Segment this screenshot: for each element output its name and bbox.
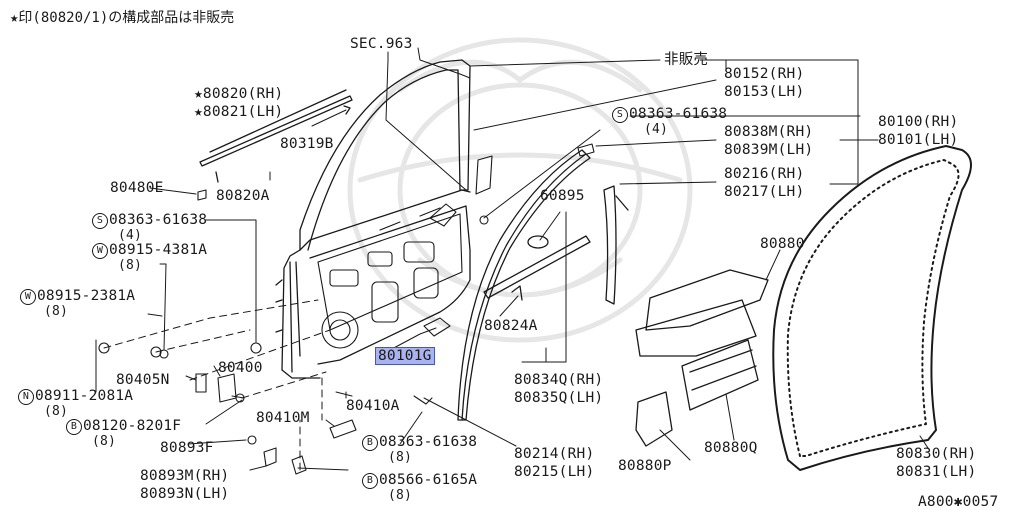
callout-80410m: 80410M	[256, 410, 310, 426]
b-badge-icon: B	[66, 419, 82, 435]
callout-08915-2381a-qty: (8)	[44, 304, 69, 319]
callout-80101g-highlighted: 80101G	[375, 347, 435, 365]
callout-80821: ★80821(LH)	[194, 104, 284, 120]
watermark-logo	[347, 37, 693, 343]
door-weatherstrip	[772, 145, 972, 471]
callout-08911-qty: (8)	[44, 404, 69, 419]
callout-80405n: 80405N	[116, 372, 170, 388]
callout-80834q: 80834Q(RH)	[514, 372, 604, 388]
callout-80319b: 80319B	[280, 136, 334, 152]
callout-80880p: 80880P	[618, 458, 672, 474]
callout-80820: ★80820(RH)	[194, 86, 284, 102]
b-badge-icon: B	[362, 435, 378, 451]
callout-08915-4381a-qty: (8)	[118, 258, 143, 273]
callout-80893f: 80893F	[160, 440, 214, 456]
callout-08120-qty: (8)	[92, 434, 117, 449]
n-badge-icon: N	[18, 389, 34, 405]
callout-80216: 80216(RH)	[724, 166, 805, 182]
callout-08911-text: 08911-2081A	[35, 388, 134, 404]
callout-08363-left-text: 08363-61638	[109, 212, 208, 228]
callout-hihanbai: 非販売	[664, 52, 709, 68]
callout-08363-bottom-text: 08363-61638	[379, 434, 478, 450]
callout-08363-top-qty: (4)	[644, 122, 669, 137]
door-frame	[275, 59, 471, 379]
callout-80400: 80400	[218, 360, 263, 376]
run-channel	[457, 149, 629, 421]
callout-80824a: 80824A	[484, 318, 538, 334]
assembly-dashes	[103, 299, 331, 471]
callout-80838m: 80838M(RH)	[724, 124, 814, 140]
callout-08363-top-text: 08363-61638	[629, 106, 728, 122]
callout-80217: 80217(LH)	[724, 184, 805, 200]
callout-80215: 80215(LH)	[514, 464, 595, 480]
callout-80101: 80101(LH)	[878, 132, 959, 148]
callout-80839m: 80839M(LH)	[724, 142, 814, 158]
weatherstrip-pieces	[635, 269, 769, 447]
callout-08915-2381a-text: 08915-2381A	[37, 288, 136, 304]
callout-80893m: 80893M(RH)	[140, 468, 230, 484]
callout-60895: 60895	[540, 188, 585, 204]
leader-lines	[95, 47, 929, 471]
callout-80835q: 80835Q(LH)	[514, 390, 604, 406]
callout-80410a: 80410A	[346, 398, 400, 414]
callout-80893n: 80893N(LH)	[140, 486, 230, 502]
callout-80480e: 80480E	[110, 180, 164, 196]
header-note: ★印(80820/1)の構成部品は非販売	[10, 10, 235, 26]
callout-08120-text: 08120-8201F	[83, 418, 182, 434]
s-badge-icon: S	[92, 213, 108, 229]
callout-80880q: 80880Q	[704, 440, 758, 456]
callout-80820a: 80820A	[216, 188, 270, 204]
callout-08566-qty: (8)	[388, 488, 413, 503]
callout-80153: 80153(LH)	[724, 84, 805, 100]
callout-08566-text: 08566-6165A	[379, 472, 478, 488]
callout-80152: 80152(RH)	[724, 66, 805, 82]
callout-80830: 80830(RH)	[896, 446, 977, 462]
w-badge-icon: W	[92, 243, 108, 259]
door-inner-panel	[317, 155, 493, 349]
footer-code: A800✱0057	[918, 494, 999, 510]
callout-08915-4381a-text: 08915-4381A	[109, 242, 208, 258]
belt-molding	[199, 89, 353, 183]
callout-08363-bottom-qty: (8)	[388, 450, 413, 465]
w-badge-icon: W	[20, 289, 36, 305]
s-badge-icon: S	[612, 107, 628, 123]
callout-80100: 80100(RH)	[878, 114, 959, 130]
callout-80880: 80880	[760, 236, 805, 252]
callout-sec963: SEC.963	[350, 36, 413, 52]
callout-80831: 80831(LH)	[896, 464, 977, 480]
callout-80214: 80214(RH)	[514, 446, 595, 462]
callout-08363-left-qty: (4)	[118, 228, 143, 243]
b-badge-icon: B	[362, 473, 378, 489]
